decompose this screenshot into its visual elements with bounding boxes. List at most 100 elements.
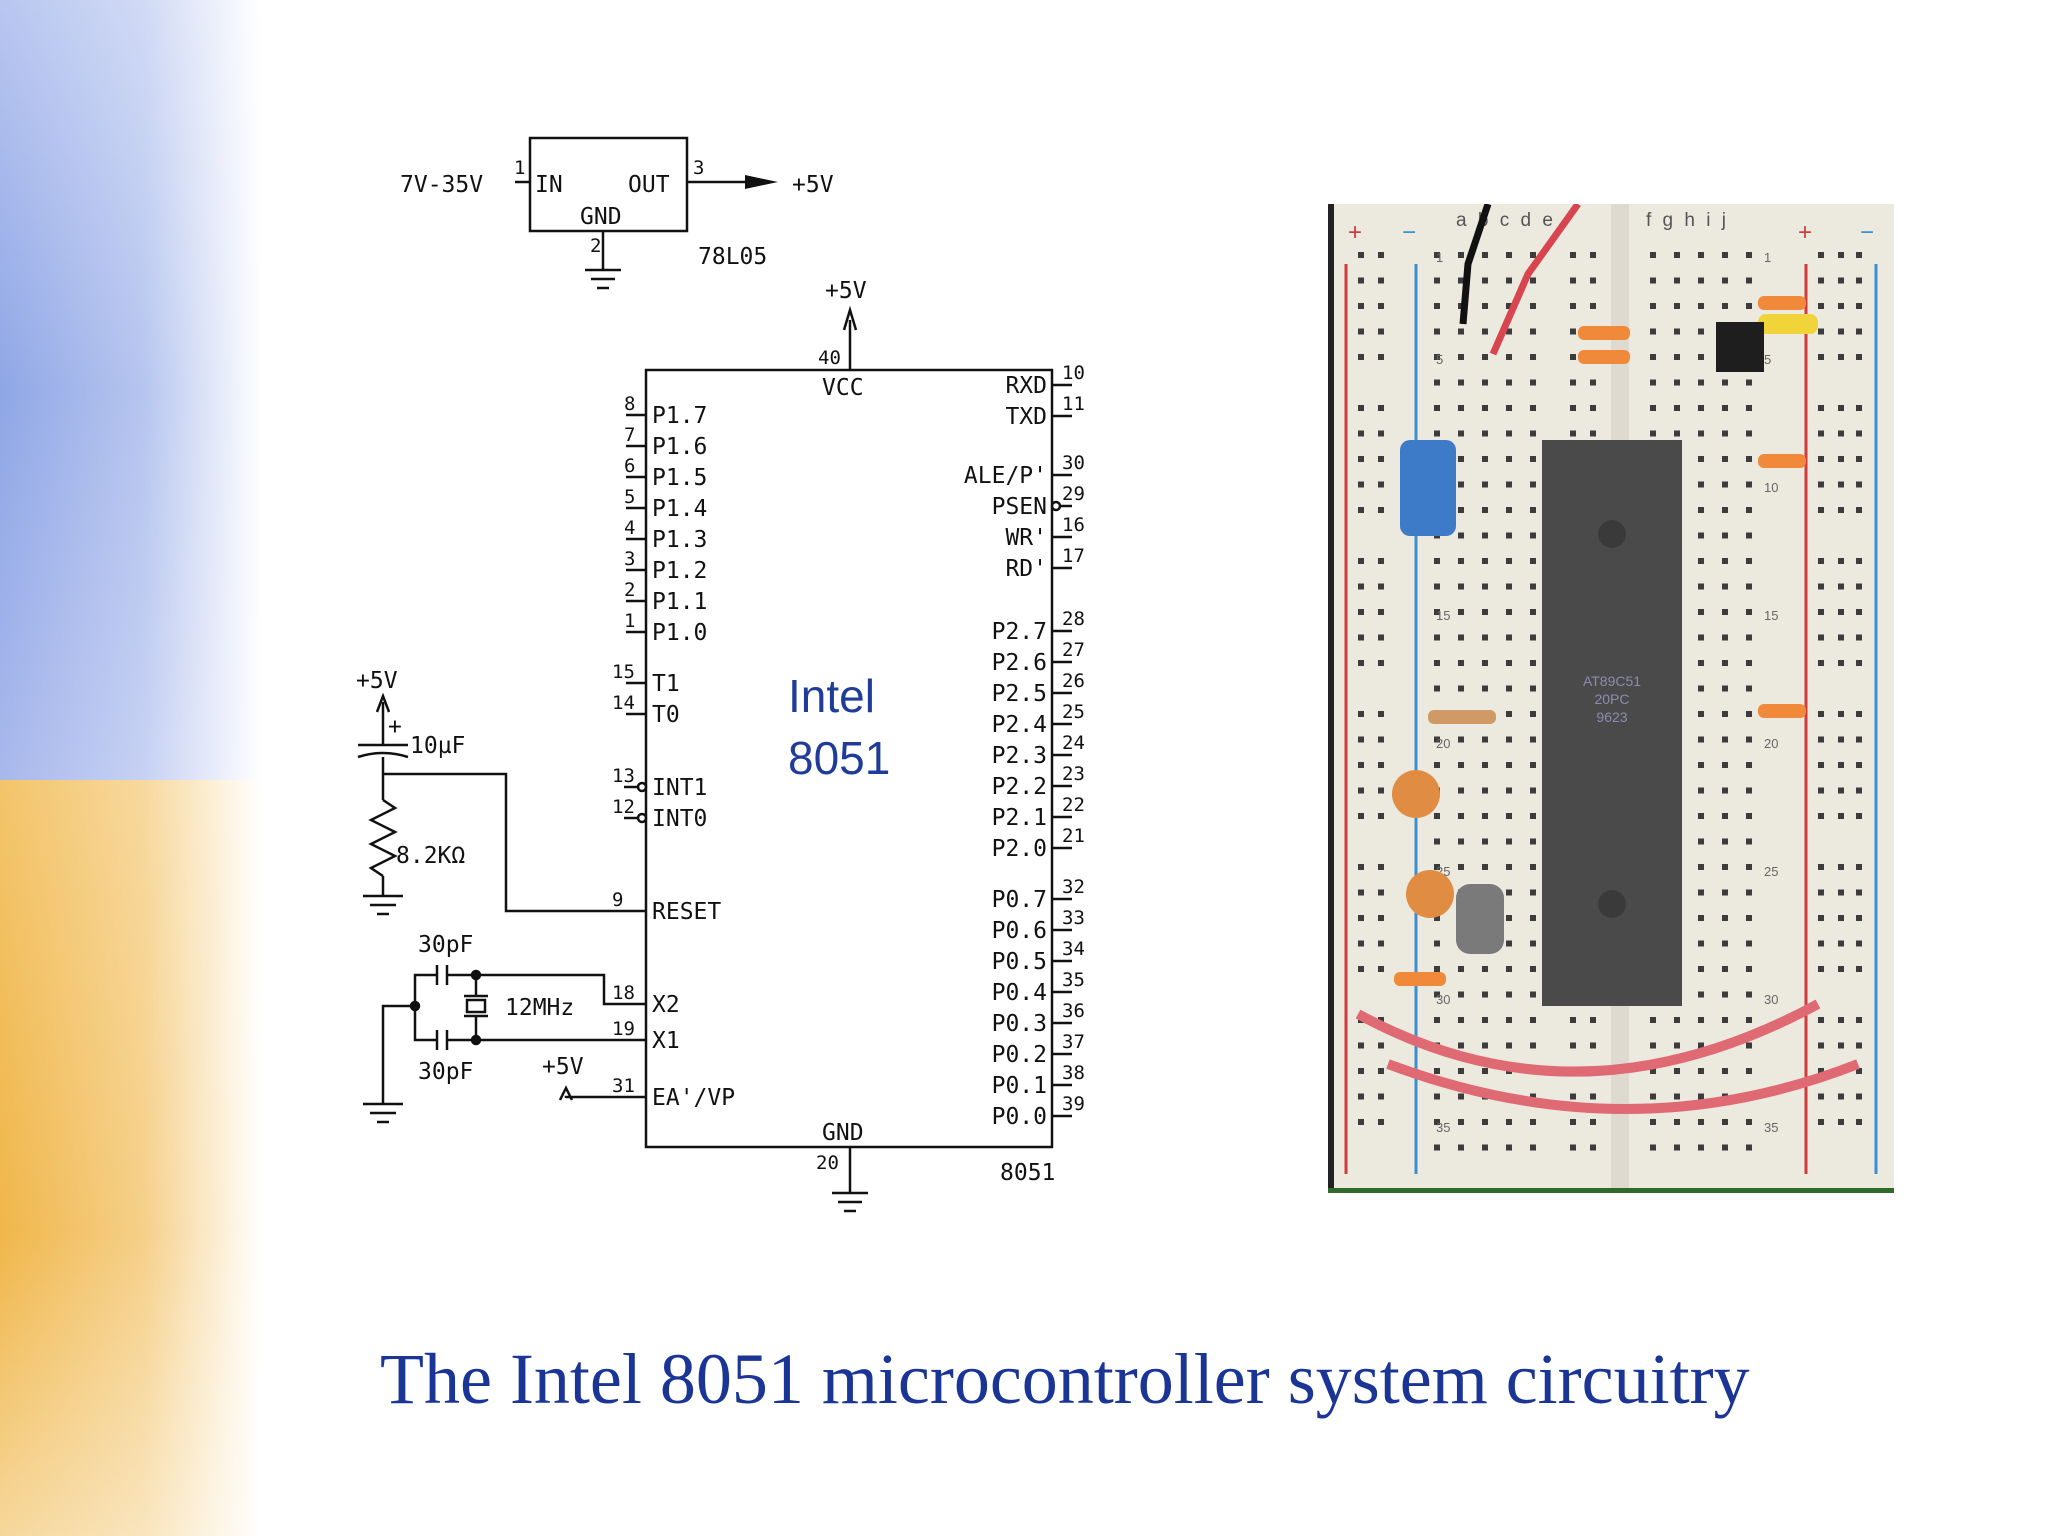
- reset-supply-label: +5V: [356, 668, 398, 694]
- pin-name: RESET: [652, 899, 721, 925]
- rail-plus-label-right: +: [1798, 219, 1812, 246]
- pin-number: 5: [624, 486, 635, 508]
- resistor: [368, 798, 398, 878]
- red-wire: [1355, 999, 1821, 1077]
- pin-number: 16: [1062, 514, 1085, 536]
- pin-name: INT0: [652, 806, 707, 832]
- pin-name: P0.5: [992, 949, 1047, 975]
- pin-name: ALE/P': [964, 463, 1047, 489]
- pin-name: P2.2: [992, 774, 1047, 800]
- pin-name: P2.4: [992, 712, 1047, 738]
- chip-marking-1: AT89C51: [1583, 673, 1641, 689]
- pin-name: P1.6: [652, 434, 707, 460]
- column-letters-left: a b c d e: [1456, 210, 1556, 231]
- row-number: 30: [1764, 992, 1778, 1007]
- pin-number: 37: [1062, 1031, 1085, 1053]
- row-number: 35: [1436, 1120, 1450, 1135]
- reset-circuit: +5V + 10µF 8.2KΩ: [356, 668, 646, 916]
- crystal-photo: [1456, 884, 1504, 954]
- capacitor-10uf-label: 10µF: [410, 733, 465, 759]
- pin-name: P1.4: [652, 496, 707, 522]
- capacitor-plate: [357, 751, 409, 759]
- oscillator-cap-top-label: 30pF: [418, 932, 473, 958]
- pin-name: P1.0: [652, 620, 707, 646]
- rail-plus-label: +: [1348, 219, 1362, 246]
- row-number: 5: [1436, 352, 1443, 367]
- regulator-in-label: IN: [535, 172, 563, 198]
- chip-marking-3: 9623: [1596, 709, 1627, 725]
- resistor-label: 8.2KΩ: [396, 843, 465, 869]
- row-number: 5: [1764, 352, 1771, 367]
- pin-name: WR': [1005, 525, 1047, 551]
- pin-name: EA'/VP: [652, 1085, 735, 1111]
- pin-number: 30: [1062, 452, 1085, 474]
- rail-minus-label: −: [1402, 219, 1416, 246]
- pin-number: 10: [1062, 362, 1085, 384]
- pin-number: 12: [612, 796, 635, 818]
- pin-name: P0.0: [992, 1104, 1047, 1130]
- pin-name: P0.7: [992, 887, 1047, 913]
- regulator-pin-out: 3: [693, 157, 704, 179]
- pin-number: 23: [1062, 763, 1085, 785]
- chip-name-line1: Intel: [788, 670, 875, 722]
- regulator-pin-in: 1: [514, 157, 525, 179]
- row-number: 20: [1436, 736, 1450, 751]
- pin-name: P0.3: [992, 1011, 1047, 1037]
- vcc-supply-label: +5V: [825, 278, 867, 304]
- pin-number: 28: [1062, 608, 1085, 630]
- pin-number: 36: [1062, 1000, 1085, 1022]
- gnd-pin-number: 20: [816, 1152, 839, 1174]
- pin-name: P2.7: [992, 619, 1047, 645]
- pin-name: P0.1: [992, 1073, 1047, 1099]
- pin-number: 32: [1062, 876, 1085, 898]
- row-number: 1: [1764, 250, 1771, 265]
- arrow-up-icon: [375, 692, 391, 713]
- column-letters-right: f g h i j: [1646, 210, 1729, 231]
- row-number: 1: [1436, 250, 1443, 265]
- resistor: [1578, 326, 1630, 340]
- pin-number: 15: [612, 661, 635, 683]
- pin-name: P1.2: [652, 558, 707, 584]
- pin-number: 26: [1062, 670, 1085, 692]
- chip-pin-left: 12 INT0: [612, 796, 707, 832]
- row-number: 10: [1764, 480, 1778, 495]
- right-pin-group: 10RXD11TXD30ALE/P'29PSEN16WR'17RD'28P2.7…: [964, 362, 1085, 1130]
- pin-name: RXD: [1005, 373, 1047, 399]
- pin-number: 27: [1062, 639, 1085, 661]
- pin-name: INT1: [652, 775, 707, 801]
- row-number: 30: [1436, 992, 1450, 1007]
- pin-number: 35: [1062, 969, 1085, 991]
- pin-number: 2: [624, 579, 635, 601]
- pin-name: P1.7: [652, 403, 707, 429]
- slide-title: The Intel 8051 microcontroller system ci…: [380, 1339, 1750, 1419]
- pin-number: 19: [612, 1018, 635, 1040]
- oscillator-cap-bottom-label: 30pF: [418, 1059, 473, 1085]
- capacitor: [1758, 314, 1818, 334]
- pin-number: 29: [1062, 483, 1085, 505]
- vcc-pin-number: 40: [818, 347, 841, 369]
- regulator-out-label: OUT: [628, 172, 670, 198]
- rail-minus-label-right: −: [1860, 219, 1874, 246]
- chip-marking-2: 20PC: [1594, 691, 1629, 707]
- pin-name: T0: [652, 702, 680, 728]
